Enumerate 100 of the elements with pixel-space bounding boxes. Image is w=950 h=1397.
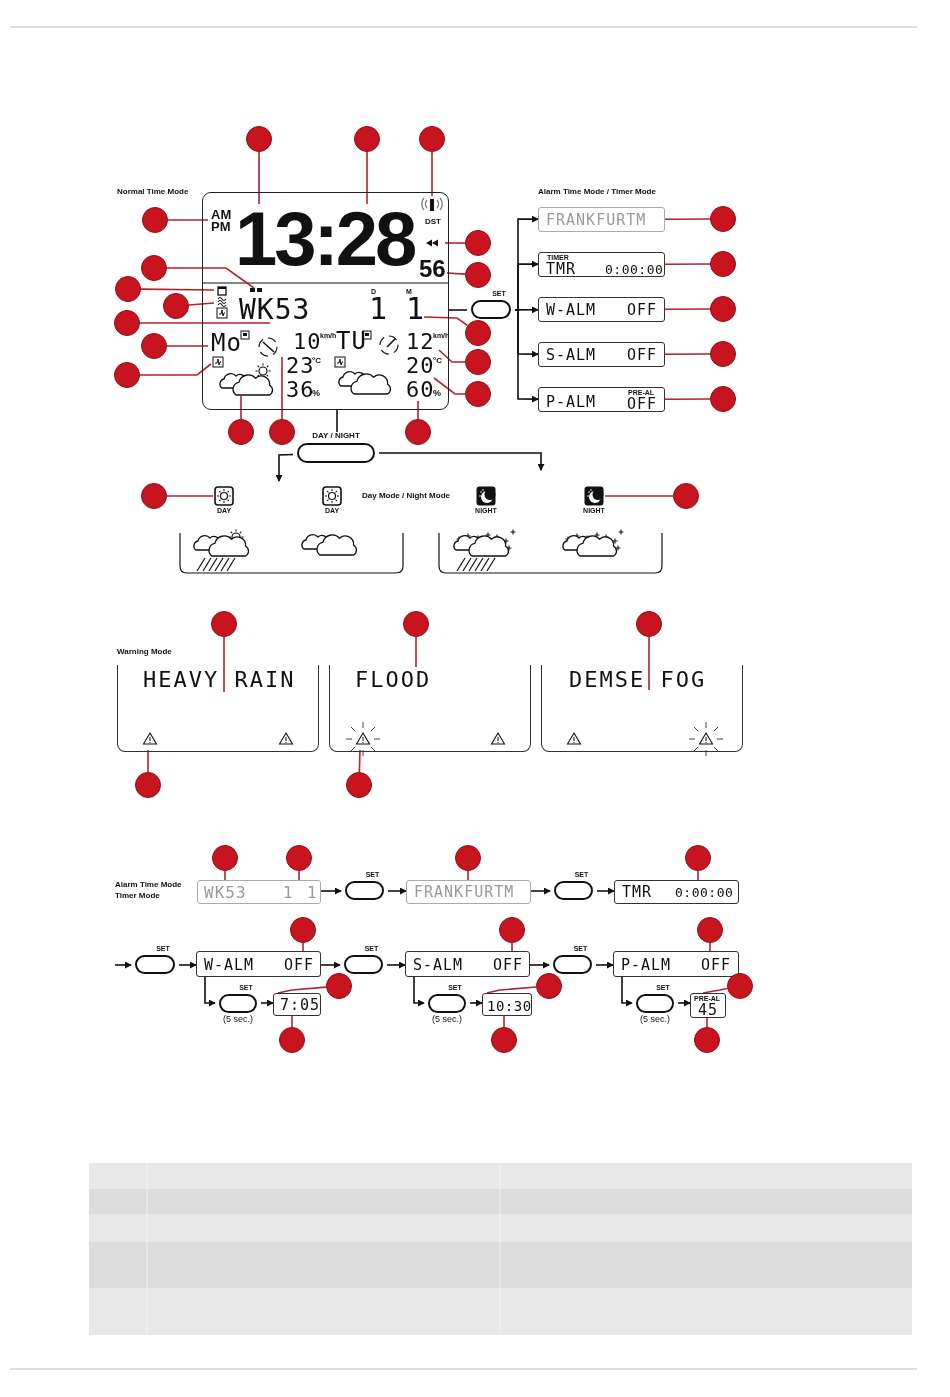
lcd-text: P-ALM [621,958,672,973]
arrow [204,976,216,1007]
callout-circle [114,362,140,388]
leader-line [433,377,466,395]
lcd-text: OFF [493,958,524,973]
callout-circle [710,341,736,367]
callout-circle [636,611,662,637]
leader-line [438,349,466,363]
leader-line [664,353,711,356]
lcd-display [538,297,665,322]
callout-circle [163,293,189,319]
leader-line [664,263,711,266]
callout-circle [286,845,312,871]
leader-line [423,316,469,327]
duration-note: (5 sec.) [639,1015,671,1024]
arrow [413,976,425,1007]
arrow [178,961,197,969]
arrow [530,887,551,895]
callout-circle [685,845,711,871]
lcd-display [117,665,319,752]
callout-circle [279,1027,305,1053]
lcd-display [538,252,665,277]
leader-line [166,267,255,289]
lcd-text: OFF [627,303,658,318]
callout-circle [536,973,562,999]
leader-line [648,636,650,691]
leader-line [664,308,711,311]
leader-line [258,151,260,205]
callout-circle [211,611,237,637]
arrow [595,961,614,969]
leader-line [240,395,242,420]
callout-circle [710,296,736,322]
leader-line [697,870,699,881]
lcd-text: PM [211,220,231,233]
callout-circle [114,310,140,336]
callout-circle [697,917,723,943]
lcd-text: 0:00:00 [675,886,734,899]
arrow [514,309,539,403]
leader-line [188,302,215,306]
callout-circle [115,276,141,302]
lcd-text: 1 [369,294,389,324]
lcd-display [405,951,530,977]
arrow [320,887,342,895]
lcd-text: DST [425,218,441,226]
lcd-display [329,665,531,752]
lcd-text: HEAVY RAIN [143,669,296,691]
leader-line [467,870,469,881]
lcd-display [538,387,665,412]
lcd-text: 1 [307,885,318,901]
leader-line [302,942,304,952]
lcd-text: TMR [546,262,577,277]
arrow [378,452,545,471]
callout-circle [290,917,316,943]
arrow [596,887,615,895]
leader-line [511,942,513,952]
arrow [529,961,550,969]
callout-circle [246,126,272,152]
callout-circle [228,419,254,445]
lcd-display [197,880,321,904]
leader-line [446,272,466,275]
lcd-text: 13:28 [235,201,415,277]
callout-circle [403,611,429,637]
callout-circle [465,320,491,346]
callout-circle [346,772,372,798]
lcd-text: TMR [622,885,653,900]
callout-circle [465,381,491,407]
leader-line [223,636,225,693]
arrow [260,999,274,1007]
callout-circle [142,207,168,233]
lcd-text: WK53 [204,885,247,901]
leader-line [139,322,271,324]
lcd-text: DEMSE FOG [569,669,707,691]
leader-line [277,986,327,994]
lcd-display [196,951,321,977]
leader-line [147,749,149,773]
lcd-text: °C [312,357,321,365]
lcd-text: % [433,389,441,398]
callout-circle [326,973,352,999]
lcd-text: S-ALM [546,348,597,363]
leader-line [336,409,338,433]
leader-line [358,749,361,773]
mode-title: Warning Mode [117,648,172,656]
arrow [275,453,294,482]
lcd-display [538,342,665,367]
lcd-text: TU [336,329,367,353]
lcd-display [202,192,449,410]
leader-line [139,363,212,376]
leader-line [224,870,226,881]
lcd-text: Mo [211,331,242,355]
leader-line [167,219,209,221]
lcd-text: OFF [627,397,658,412]
mode-title: Day Mode / Night Mode [362,492,450,500]
leader-line [448,309,468,311]
arrow [469,999,483,1007]
mode-title: Alarm Time Mode / Timer Mode [538,188,656,196]
leader-line [664,218,711,221]
callout-circle [455,845,481,871]
arrow [514,260,539,311]
leader-line [702,987,729,994]
lcd-text: FRANKFURTM [546,213,647,228]
